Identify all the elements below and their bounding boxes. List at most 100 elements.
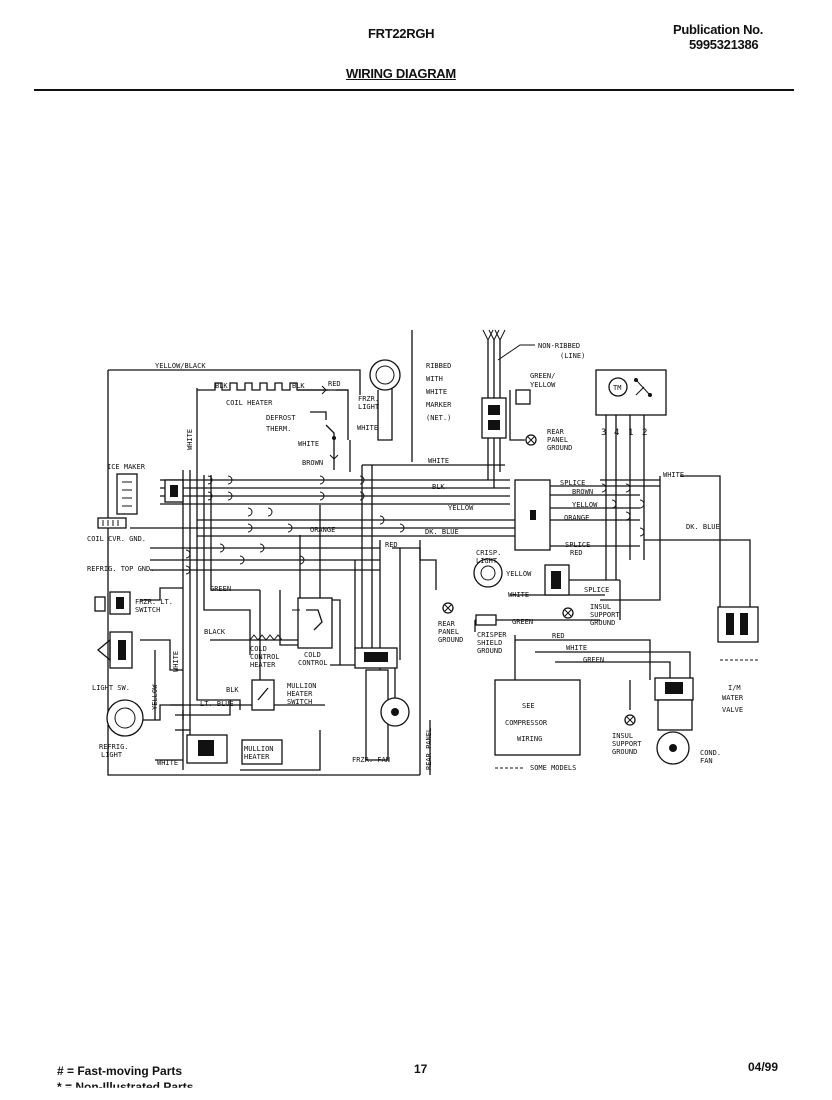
label-pin-3: 3 xyxy=(601,428,606,438)
publication-label: Publication No. xyxy=(673,22,764,37)
label-dk-blue-1: DK. BLUE xyxy=(425,528,459,536)
publication-number: 5995321386 xyxy=(689,37,759,52)
label-black-1: BLACK xyxy=(204,628,226,636)
label-mullion-heater-2: HEATER xyxy=(244,753,270,761)
label-red-3: RED xyxy=(385,541,398,549)
label-defrost: DEFROST xyxy=(266,414,296,422)
label-crisper-shield-3: GROUND xyxy=(477,647,502,655)
cold-control xyxy=(297,597,333,649)
label-rear-panel-ground-b1: REAR xyxy=(438,620,456,628)
label-im-water-valve-3: VALVE xyxy=(722,706,743,714)
label-lt-blue: LT. BLUE xyxy=(200,700,234,708)
label-see-compressor-3: WIRING xyxy=(517,735,542,743)
label-brown: BROWN xyxy=(302,459,323,467)
label-white-a: WHITE xyxy=(298,440,319,448)
label-blk-4: BLK xyxy=(226,686,239,694)
label-blk-3: BLK xyxy=(432,483,445,491)
label-cond-fan-1: COND. xyxy=(700,749,721,757)
label-green-2: GREEN xyxy=(512,618,533,626)
label-mullion-switch-2: HEATER xyxy=(287,690,313,698)
label-crisp-light-1: CRISP. xyxy=(476,549,501,557)
label-blk-1: BLK xyxy=(215,382,228,390)
label-brown-2: BROWN xyxy=(572,488,593,496)
footer-legend-non-illustrated: * = Non-Illustrated Parts xyxy=(57,1080,194,1094)
label-splice-3: SPLICE xyxy=(584,586,609,594)
footer-legend-fast-moving: # = Fast-moving Parts xyxy=(57,1064,183,1078)
label-white-c: WHITE xyxy=(428,457,449,465)
label-yellow-1: YELLOW xyxy=(448,504,474,512)
label-red-4: RED xyxy=(552,632,565,640)
label-ribbed-5: (NET.) xyxy=(426,414,451,422)
defrost-timer xyxy=(595,369,667,416)
label-ribbed-2: WITH xyxy=(426,375,443,383)
label-white-b: WHITE xyxy=(357,424,378,432)
label-green-yellow-2: YELLOW xyxy=(530,381,556,389)
label-see-compressor-1: SEE xyxy=(522,702,535,710)
label-im-water-valve-2: WATER xyxy=(722,694,744,702)
label-rear-panel-ground-3: GROUND xyxy=(547,444,572,452)
publication-block: Publication No. 5995321386 xyxy=(673,22,763,52)
label-mullion-heater-1: MULLION xyxy=(244,745,274,753)
label-ribbed-4: MARKER xyxy=(426,401,452,409)
label-pin-4: 4 xyxy=(614,428,619,438)
label-yellow-3: YELLOW xyxy=(506,570,532,578)
label-ribbed-1: RIBBED xyxy=(426,362,451,370)
label-therm: THERM. xyxy=(266,425,291,433)
label-splice-1: SPLICE xyxy=(560,479,585,487)
label-rear-panel-ground-b3: GROUND xyxy=(438,636,463,644)
label-mullion-switch-1: MULLION xyxy=(287,682,317,690)
label-insul-support-b2: SUPPORT xyxy=(612,740,642,748)
label-frzr-light-1: FRZR. xyxy=(358,395,379,403)
label-ice-maker: ICE MAKER xyxy=(107,463,146,471)
label-crisp-light-2: LIGHT xyxy=(476,557,498,565)
label-im-water-valve-1: I/M xyxy=(728,684,741,692)
label-ribbed-3: WHITE xyxy=(426,388,447,396)
header-rule xyxy=(34,89,794,91)
crisper-light-bulb xyxy=(473,558,503,588)
label-cold-control-1: COLD xyxy=(304,651,321,659)
components xyxy=(94,359,759,765)
label-cold-control-2: CONTROL xyxy=(298,659,328,667)
label-red-1: RED xyxy=(328,380,341,388)
label-mullion-switch-3: SWITCH xyxy=(287,698,312,706)
label-yellow-vertical: YELLOW xyxy=(151,684,159,710)
label-green-3: GREEN xyxy=(583,656,604,664)
label-orange-2: ORANGE xyxy=(564,514,589,522)
label-green-yellow-1: GREEN/ xyxy=(530,372,555,380)
label-some-models: SOME MODELS xyxy=(530,764,576,772)
refrig-light-bulb xyxy=(106,699,144,737)
page-title: WIRING DIAGRAM xyxy=(346,66,456,81)
label-see-compressor-2: COMPRESSOR xyxy=(505,719,548,727)
freezer-light-bulb xyxy=(369,359,401,391)
label-non-ribbed-1: NON-RIBBED xyxy=(538,342,580,350)
label-white-vertical: WHITE xyxy=(186,429,194,450)
mullion-heater xyxy=(241,739,283,765)
label-non-ribbed-2: (LINE) xyxy=(560,352,585,360)
publication-date: 04/99 xyxy=(748,1060,779,1074)
label-insul-support-2: SUPPORT xyxy=(590,611,620,619)
compressor-wiring-box xyxy=(494,679,581,756)
diagram-labels: YELLOW/BLACK BLK BLK RED COIL HEATER DEF… xyxy=(87,342,744,772)
label-coil-heater: COIL HEATER xyxy=(226,399,273,407)
label-insul-support-1: INSUL xyxy=(590,603,611,611)
label-red-2: RED xyxy=(570,549,583,557)
label-yellow-black: YELLOW/BLACK xyxy=(155,362,206,370)
label-light-sw: LIGHT SW. xyxy=(92,684,130,692)
label-coil-cvr-gnd: COIL CVR. GND. xyxy=(87,535,146,543)
label-insul-support-3: GROUND xyxy=(590,619,615,627)
label-frzr-lt-switch-1: FRZR. LT. xyxy=(135,598,173,606)
page-number: 17 xyxy=(414,1062,428,1076)
label-yellow-2: YELLOW xyxy=(572,501,598,509)
label-white-c2: WHITE xyxy=(663,471,684,479)
label-refrig-light-2: LIGHT xyxy=(101,751,123,759)
label-insul-support-b1: INSUL xyxy=(612,732,633,740)
label-frzr-lt-switch-2: SWITCH xyxy=(135,606,160,614)
label-rear-panel-ground-1: REAR xyxy=(547,428,565,436)
label-crisper-shield-1: CRISPER xyxy=(477,631,507,639)
label-green-1: GREEN xyxy=(210,585,231,593)
label-frzr-fan: FRZR. FAN xyxy=(352,756,390,764)
label-pin-2: 2 xyxy=(642,428,647,438)
label-cold-control-heater-1: COLD xyxy=(250,645,267,653)
label-rear-panel-ground-2: PANEL xyxy=(547,436,568,444)
